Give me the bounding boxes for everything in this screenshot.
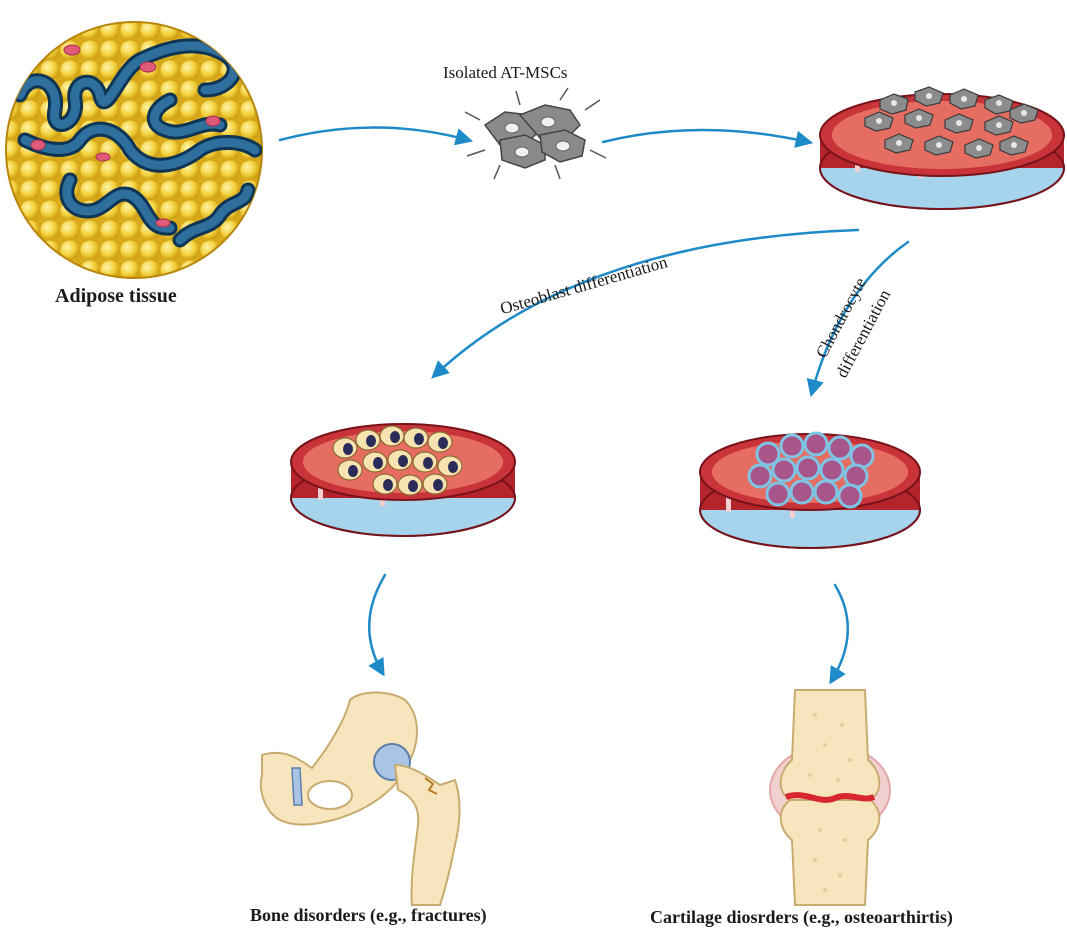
label-bone-disorders: Bone disorders (e.g., fractures) <box>250 905 487 925</box>
arrow-osteoblast-differentiation <box>431 228 860 379</box>
arrow-osteoblast-to-bone <box>367 573 387 677</box>
label-adipose-tissue: Adipose tissue <box>55 285 177 307</box>
arrow-tissue-to-cells <box>278 126 474 146</box>
arrow-cells-to-dish <box>601 128 814 148</box>
label-isolated-at-mscs: Isolated AT-MSCs <box>443 63 568 82</box>
knee-joint-illustration <box>769 689 891 906</box>
label-cartilage-disorders: Cartilage diosrders (e.g., osteoarthirti… <box>650 907 953 927</box>
adipose-tissue-illustration <box>5 21 263 279</box>
hip-bone-illustration <box>260 691 461 906</box>
isolated-cells-illustration <box>464 87 607 180</box>
arrow-chondrocyte-to-cartilage <box>829 583 850 685</box>
culture-dish-msc <box>819 86 1065 210</box>
arrow-chondrocyte-differentiation <box>806 240 910 398</box>
culture-dish-chondrocyte <box>699 431 921 549</box>
culture-dish-osteoblast <box>290 423 516 537</box>
